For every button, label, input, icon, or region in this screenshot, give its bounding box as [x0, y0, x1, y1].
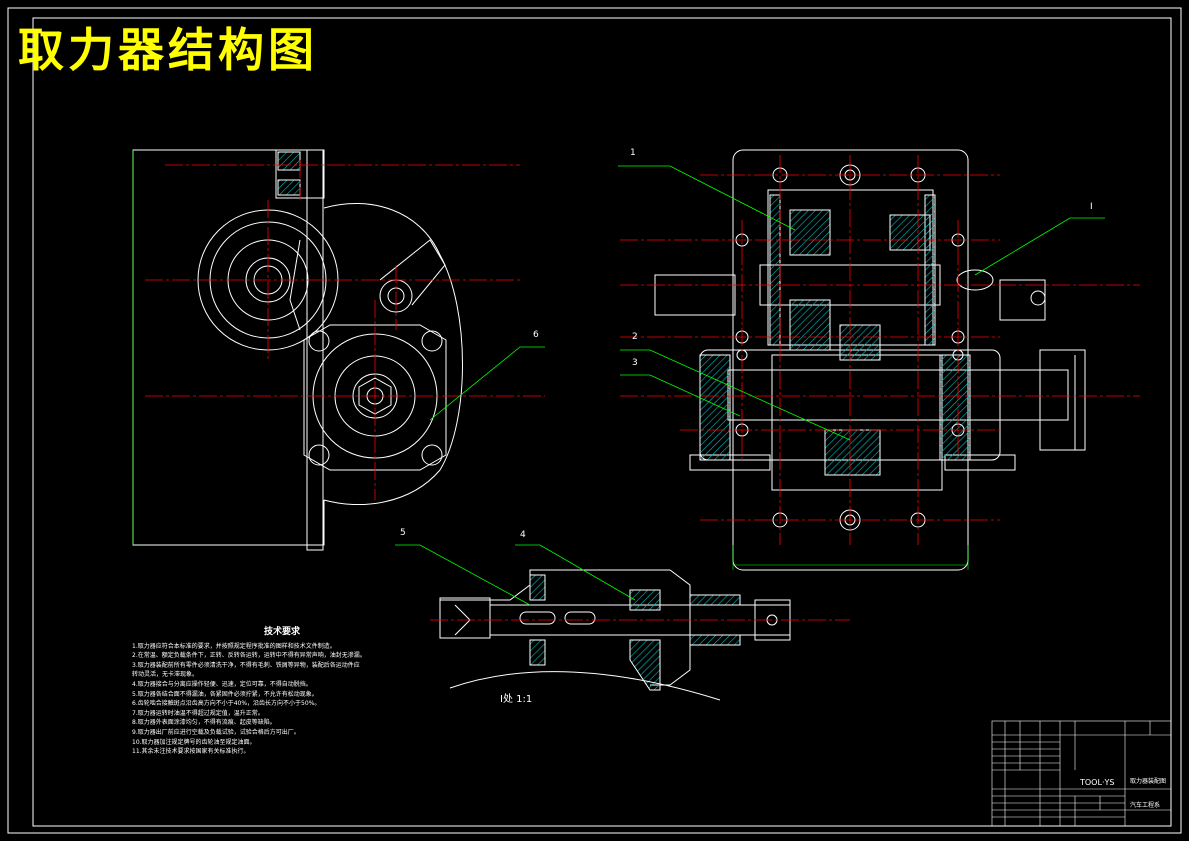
callout-5: 5: [400, 528, 406, 538]
left-side-view: [132, 149, 463, 551]
tech-line: 11.其余未注技术要求按国家有关标准执行。: [132, 748, 250, 756]
tech-line: 7.取力器运转时油温不得超过规定值，温升正常。: [132, 709, 264, 717]
drawing-title: 取力器结构图: [18, 23, 318, 77]
tech-line: 3.取力器装配前所有零件必须清洗干净，不得有毛刺、铁屑等异物，装配后各运动件应: [132, 661, 360, 669]
tech-line: 5.取力器各结合面不得漏油，各紧固件必须拧紧，不允许有松动现象。: [132, 690, 318, 698]
tech-line: 转动灵活，无卡滞现象。: [132, 671, 199, 679]
detail-view-i: [439, 569, 791, 701]
tech-line: 2.在常温、额定负载条件下，正转、反转各运转，运转中不得有异常声响，油封无渗漏。: [132, 652, 366, 660]
tech-line: 4.取力器接合与分离应操作轻便、迅速，定位可靠，不得自动脱挡。: [132, 680, 312, 688]
left-view-centerlines: [145, 160, 545, 500]
right-section-view: [654, 149, 1086, 571]
callout-6: 6: [533, 330, 539, 340]
callout-4: 4: [520, 530, 526, 540]
outer-border: [7, 7, 1182, 834]
title-block-name: 取力器装配图: [1130, 778, 1167, 785]
tech-line: 10.取力器加注规定牌号的齿轮油至规定油面。: [132, 738, 256, 746]
inner-border: [32, 17, 1172, 827]
tech-line: 1.取力器应符合本标准的要求，并按照规定程序批准的图样和技术文件制造。: [132, 642, 336, 650]
callout-i: I: [1090, 202, 1093, 212]
right-view-dimension: [732, 545, 969, 570]
tech-line: 8.取力器外表面涂漆均匀，不得有流痕、起皮等缺陷。: [132, 719, 276, 727]
title-block-model: TOOL·YS: [1080, 778, 1115, 787]
tech-line: 9.取力器出厂前应进行空载及负载试验，试验合格后方可出厂。: [132, 728, 300, 736]
callout-3: 3: [632, 358, 638, 368]
leader-lines: [395, 165, 1105, 606]
right-view-centerlines: [620, 155, 1140, 545]
technical-requirements-heading: 技术要求: [263, 627, 300, 637]
title-block-school: 汽车工程系: [1130, 802, 1161, 809]
callout-1: 1: [630, 148, 636, 158]
callout-2: 2: [632, 332, 638, 342]
detail-view-label: I处 1:1: [500, 694, 533, 705]
tech-line: 6.齿轮啮合接触斑点沿齿高方向不小于40%，沿齿长方向不小于50%。: [132, 700, 321, 708]
technical-requirements: 技术要求 1.取力器应符合本标准的要求，并按照规定程序批准的图样和技术文件制造。…: [132, 627, 432, 757]
title-block-grid: [991, 720, 1172, 827]
